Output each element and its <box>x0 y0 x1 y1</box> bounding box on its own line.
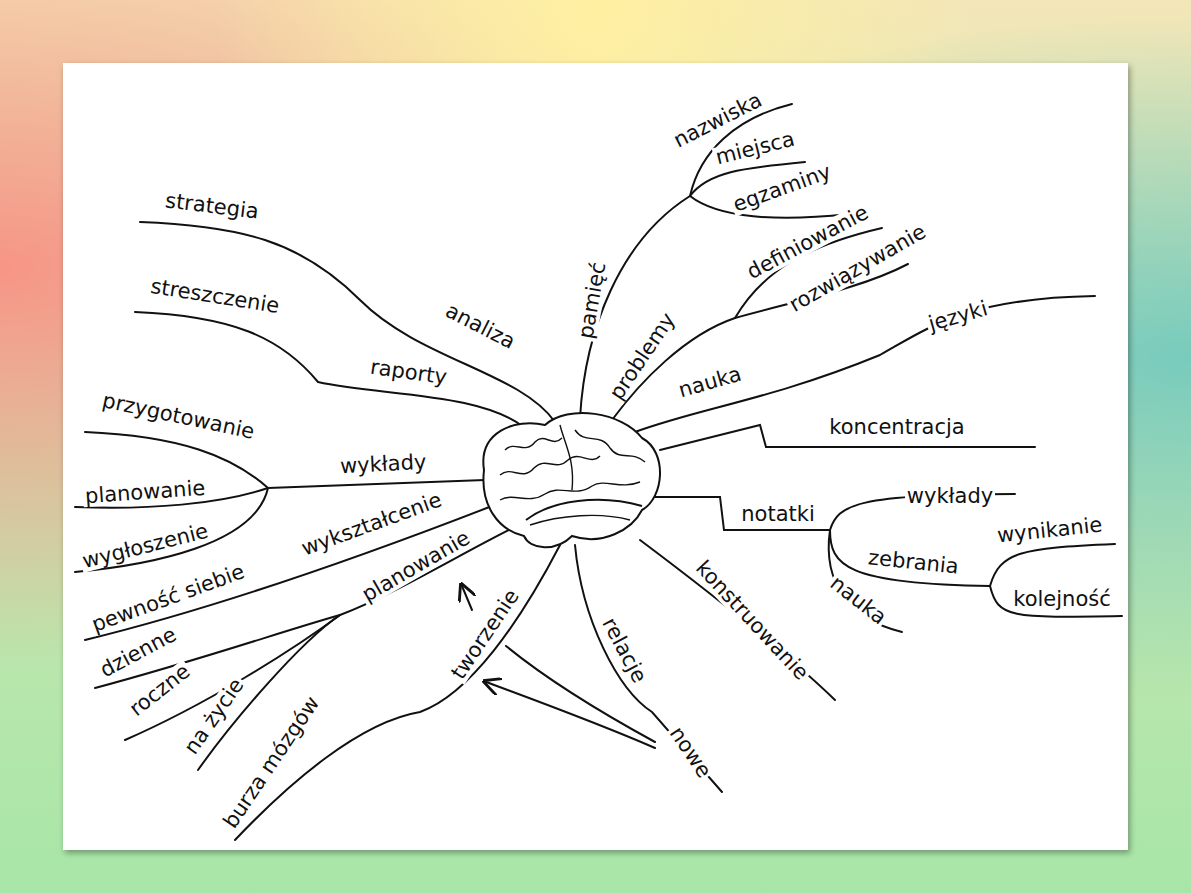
branch-label: relacje <box>597 612 650 687</box>
brain-outline <box>483 413 660 547</box>
branch-label: kolejność <box>1011 589 1113 610</box>
arrow-line <box>462 586 472 610</box>
branch-line <box>990 544 1115 586</box>
branch-label: zebrania <box>865 547 961 578</box>
branch-label: raporty <box>366 356 449 388</box>
branch-line <box>575 545 722 792</box>
brain-fold <box>575 430 645 462</box>
branch-line <box>830 530 990 586</box>
branch-label: roczne <box>124 659 195 721</box>
branch-label: pamięć <box>575 258 610 341</box>
branch-label: nowe <box>664 721 715 783</box>
branch-label: wygłoszenie <box>78 520 212 572</box>
branch-label: problemy <box>605 307 680 404</box>
branch-label: planowanie <box>357 526 475 606</box>
branch-label: analiza <box>440 299 520 353</box>
brain-fold <box>505 438 562 450</box>
mind-map-branches <box>75 104 1122 840</box>
branch-label: nauka <box>674 363 745 402</box>
branch-label: na życie <box>179 673 248 759</box>
branch-line <box>990 586 1122 617</box>
branch-label: egzaminy <box>729 160 836 216</box>
branch-line <box>655 497 830 530</box>
brain-fold <box>500 456 600 475</box>
branch-line <box>635 296 1095 432</box>
branch-label: wykłady <box>337 451 428 477</box>
brain-illustration <box>483 413 660 547</box>
branch-line <box>268 480 485 488</box>
branch-label: języki <box>924 297 992 335</box>
branch-label: tworzenie <box>446 584 523 684</box>
branch-label: konstruowanie <box>691 555 814 685</box>
branch-label: wykłady <box>905 486 995 507</box>
branch-label: wynikanie <box>994 514 1105 546</box>
branch-label: koncentracja <box>827 417 966 438</box>
brain-fold <box>500 482 640 500</box>
branch-line <box>85 506 492 640</box>
branch-label: planowanie <box>82 477 207 507</box>
branch-label: miejsca <box>712 128 799 169</box>
branch-label: nauka <box>825 571 892 630</box>
branch-line <box>95 615 340 688</box>
branch-label: streszczenie <box>147 275 282 317</box>
brain-fissure <box>526 500 642 520</box>
branch-label: przygotowanie <box>98 389 258 443</box>
brain-fold <box>530 515 630 525</box>
branch-line <box>140 222 555 422</box>
branch-label: notatki <box>739 504 817 525</box>
branch-label: strategia <box>162 190 262 223</box>
brain-fold <box>560 425 573 490</box>
branch-label: burza mózgów <box>219 691 325 833</box>
branch-line <box>640 540 835 700</box>
